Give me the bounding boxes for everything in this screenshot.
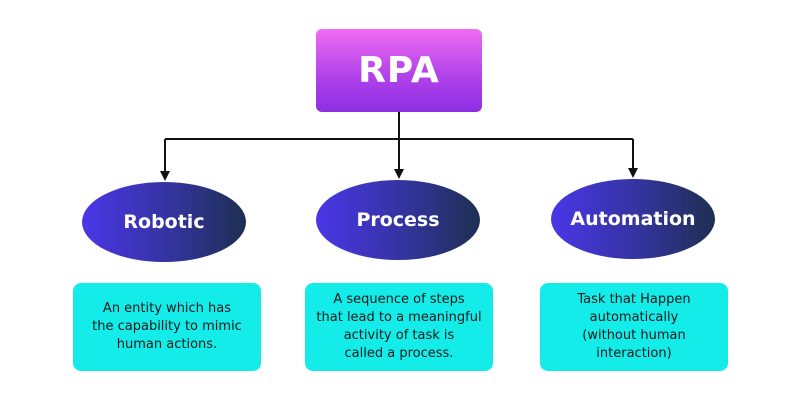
description-line: called a process. [344,346,454,361]
description-line: the capability to mimic [92,319,242,334]
node-process-label: Process [356,209,440,231]
description-line: human actions. [116,337,218,352]
description-line: activity of task is [343,328,455,343]
description-line: interaction) [596,346,672,361]
root-node-rpa: RPA [316,29,482,112]
description-line: An entity which has [102,301,232,316]
description-process: A sequence of steps that lead to a meani… [305,283,493,371]
node-automation-label: Automation [570,208,696,230]
description-line: A sequence of steps [333,292,465,307]
description-line: that lead to a meaningful [316,310,482,325]
node-robotic-label: Robotic [123,211,205,233]
root-label: RPA [358,50,440,91]
node-automation: Automation [551,179,715,259]
description-line: automatically [589,310,679,325]
node-process: Process [316,180,480,260]
description-automation: Task that Happen automatically (without … [540,283,728,371]
description-line: Task that Happen [577,292,691,307]
node-robotic: Robotic [82,182,246,262]
description-line: (without human [582,328,686,343]
description-robotic: An entity which has the capability to mi… [73,283,261,371]
